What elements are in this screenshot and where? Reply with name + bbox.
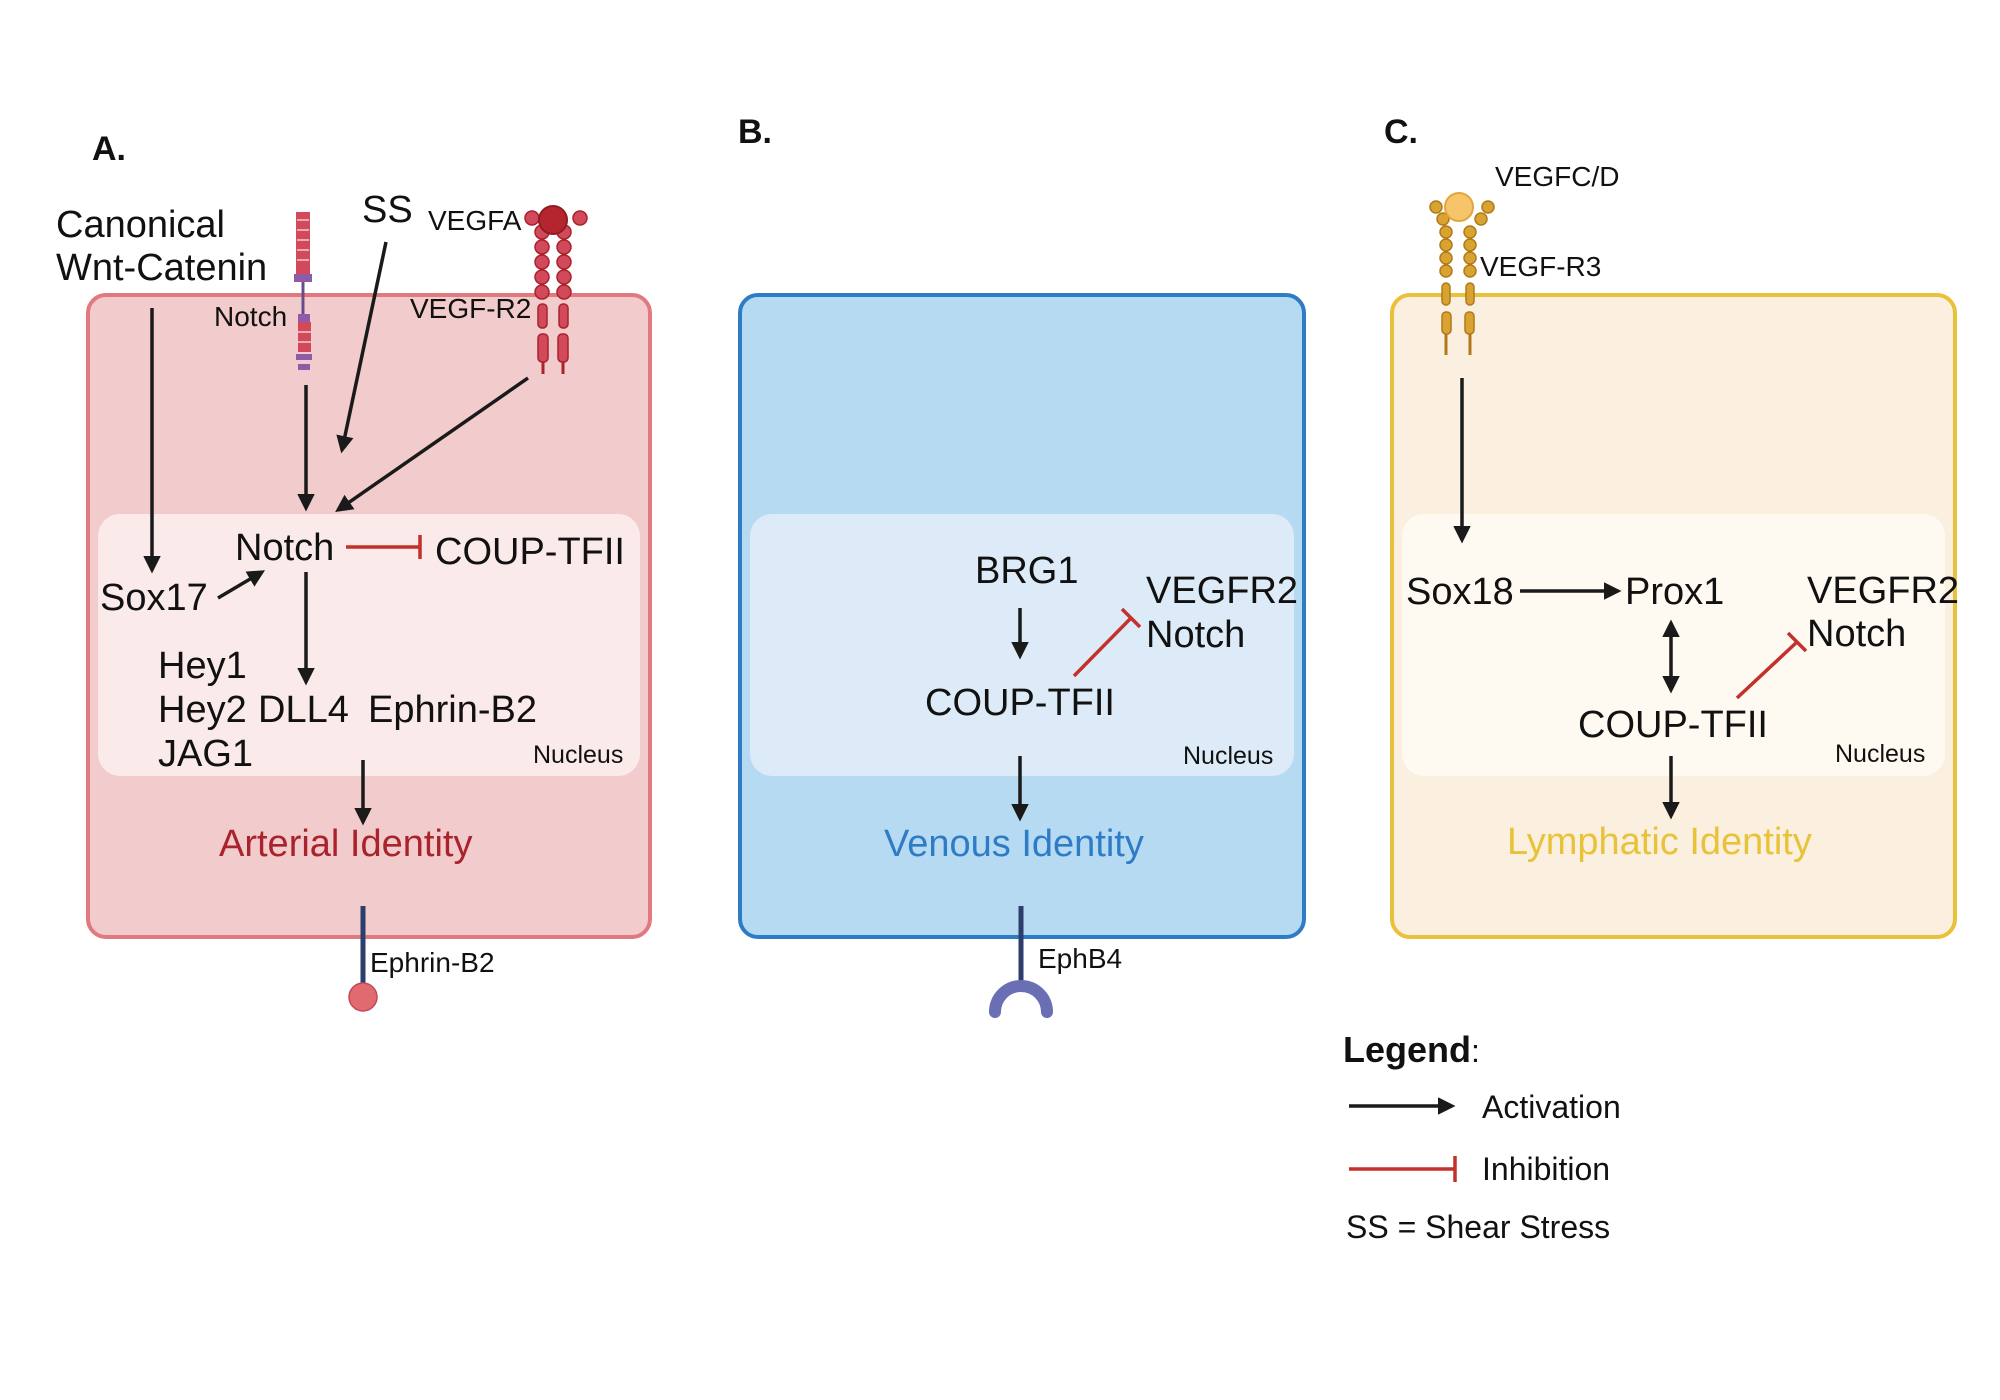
panel-c: C. VEGFC/D VEGF-R3 Sox18 P xyxy=(1384,113,1959,939)
notch-node-c: Notch xyxy=(1807,613,1906,655)
hey1-target: Hey1 xyxy=(158,645,247,687)
panel-b: B. BRG1 VEGFR2 Notch COUP-TFII Nucleus V… xyxy=(738,113,1306,1018)
legend-inhibition-label: Inhibition xyxy=(1482,1151,1610,1187)
wnt-label-line2: Wnt-Catenin xyxy=(56,247,267,289)
shear-stress-label: SS xyxy=(362,189,413,231)
lymphatic-identity-label: Lymphatic Identity xyxy=(1507,821,1812,863)
notch-inhibits-coup-tfii xyxy=(346,535,422,559)
nucleus-label-a: Nucleus xyxy=(533,741,623,769)
sox18-node: Sox18 xyxy=(1406,571,1514,613)
nucleus-label-b: Nucleus xyxy=(1183,742,1273,770)
legend-ss-note: SS = Shear Stress xyxy=(1346,1209,1610,1245)
legend: Legend: Activation Inhibition SS = Shear… xyxy=(1343,1029,1621,1245)
legend-activation-label: Activation xyxy=(1482,1089,1621,1125)
vegfr2-receptor-label: VEGF-R2 xyxy=(410,293,531,324)
sox17-to-notch-arrow xyxy=(217,570,266,600)
panel-a: A. Canonical Wnt-Catenin SS VEGFA Notch … xyxy=(56,130,652,1012)
hey2-target: Hey2 xyxy=(158,689,247,731)
vegfr3-receptor-icon xyxy=(1429,200,1495,355)
ephrin-b2-target: Ephrin-B2 xyxy=(368,689,537,731)
wnt-label-line1: Canonical xyxy=(56,204,225,246)
coup-inhibits-vegfr2-notch-b xyxy=(1072,607,1142,678)
brg1-node: BRG1 xyxy=(975,550,1078,592)
arterial-identity-label: Arterial Identity xyxy=(219,823,472,865)
notch-receptor-icon xyxy=(294,212,312,370)
dll4-target: DLL4 xyxy=(258,689,349,731)
ss-to-notch-arrow xyxy=(336,241,388,454)
vegfr3-label: VEGF-R3 xyxy=(1480,251,1601,282)
arterial-nucleus xyxy=(98,514,640,776)
panel-b-label: B. xyxy=(738,113,772,151)
legend-inhibition-symbol xyxy=(1349,1156,1457,1182)
panel-a-label: A. xyxy=(92,130,126,168)
ephb4-receptor-icon xyxy=(989,980,1053,1018)
nucleus-label-c: Nucleus xyxy=(1835,740,1925,768)
vegfa-label: VEGFA xyxy=(428,205,522,236)
coup-tfii-node-a: COUP-TFII xyxy=(435,531,625,573)
ephrin-b2-ligand-icon xyxy=(348,982,378,1012)
vegfr2-node-c: VEGFR2 xyxy=(1807,570,1959,612)
venous-identity-label: Venous Identity xyxy=(884,823,1144,865)
ephb4-receptor-label: EphB4 xyxy=(1038,943,1122,974)
ephrin-b2-ligand-label: Ephrin-B2 xyxy=(370,947,495,978)
notch-node: Notch xyxy=(235,527,334,569)
coup-tfii-node-c: COUP-TFII xyxy=(1578,704,1768,746)
sox17-node: Sox17 xyxy=(100,577,208,619)
vegfcd-ligand-icon xyxy=(1444,192,1474,222)
jag1-target: JAG1 xyxy=(158,733,253,775)
coup-inhibits-vegfr2-notch-c xyxy=(1735,631,1808,700)
vegfr2-node-b: VEGFR2 xyxy=(1146,570,1298,612)
notch-node-b: Notch xyxy=(1146,614,1245,656)
legend-title: Legend: xyxy=(1343,1029,1480,1070)
vegfcd-label: VEGFC/D xyxy=(1495,161,1619,192)
panel-c-label: C. xyxy=(1384,113,1418,151)
notch-receptor-label: Notch xyxy=(214,301,287,332)
prox1-node: Prox1 xyxy=(1625,571,1724,613)
coup-tfii-node-b: COUP-TFII xyxy=(925,682,1115,724)
vegfr2-to-notch-arrow xyxy=(335,376,529,512)
vegfa-ligand-icon xyxy=(538,205,568,235)
